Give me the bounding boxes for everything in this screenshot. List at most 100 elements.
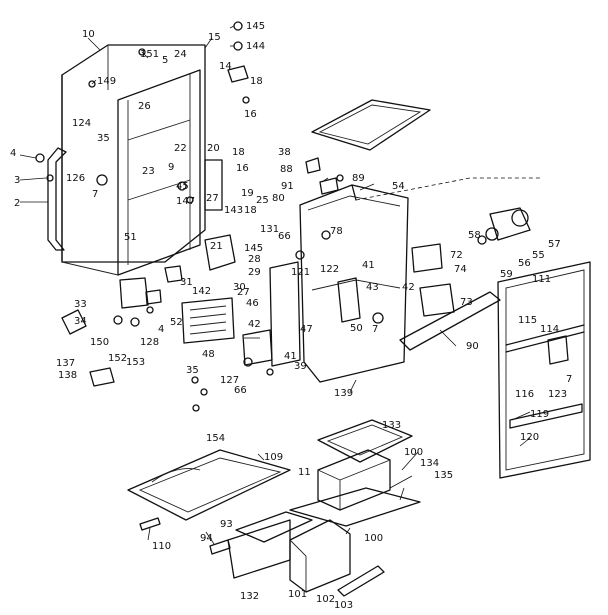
callout-label: 72: [450, 250, 463, 261]
callout-label: 103: [334, 600, 353, 611]
callout-labels: 10 15 145 144 14 18 16 151 5 24 149 26 1…: [10, 21, 572, 611]
callout-label: 2: [14, 198, 20, 209]
door-part: [497, 261, 591, 479]
callout-label: 151: [140, 49, 159, 60]
drawer-part: [139, 511, 385, 597]
callout-label: 38: [278, 147, 291, 158]
callout-label: 132: [240, 591, 259, 602]
callout-label: 145: [244, 243, 263, 254]
callout-label: 42: [402, 282, 415, 293]
callout-label: 23: [142, 166, 155, 177]
callout-label: 114: [540, 324, 559, 335]
callout-label: 127: [220, 375, 239, 386]
callout-label: 139: [334, 388, 353, 399]
callout-label: 102: [316, 594, 335, 605]
inner-liner-part: [295, 177, 540, 383]
callout-label: 109: [264, 452, 283, 463]
screw-parts: [35, 21, 250, 204]
callout-label: 93: [220, 519, 233, 530]
callout-label: 119: [530, 409, 549, 420]
callout-label: 24: [174, 49, 187, 60]
top-shelf-part: [311, 99, 431, 151]
callout-label: 18: [244, 205, 257, 216]
callout-label: 19: [241, 188, 254, 199]
callout-label: 43: [366, 282, 379, 293]
callout-label: 35: [186, 365, 199, 376]
callout-label: 100: [404, 447, 423, 458]
callout-label: 55: [532, 250, 545, 261]
callout-label: 145: [246, 21, 265, 32]
callout-label: 94: [200, 533, 213, 544]
callout-label: 25: [256, 195, 269, 206]
callout-label: 51: [124, 232, 137, 243]
callout-label: 80: [272, 193, 285, 204]
callout-label: 33: [74, 299, 87, 310]
callout-label: 22: [174, 143, 187, 154]
callout-label: 7: [92, 189, 98, 200]
callout-label: 137: [56, 358, 75, 369]
callout-label: 4: [158, 324, 164, 335]
callout-label: 121: [291, 267, 310, 278]
callout-label: 89: [352, 173, 365, 184]
callout-label: 152: [108, 353, 127, 364]
callout-label: 66: [278, 231, 291, 242]
callout-label: 91: [281, 181, 294, 192]
callout-label: 45: [176, 181, 189, 192]
callout-label: 11: [298, 467, 311, 478]
callout-label: 31: [180, 277, 193, 288]
callout-label: 153: [126, 357, 145, 368]
callout-label: 27: [237, 287, 250, 298]
door-strip-part: [399, 291, 501, 351]
callout-label: 120: [520, 432, 539, 443]
callout-label: 15: [208, 32, 221, 43]
callout-label: 7: [566, 374, 572, 385]
callout-label: 73: [460, 297, 473, 308]
callout-label: 26: [138, 101, 151, 112]
handle-part: [47, 147, 67, 251]
callout-label: 138: [58, 370, 77, 381]
callout-label: 48: [202, 349, 215, 360]
callout-label: 111: [532, 274, 551, 285]
hinge-parts: [61, 159, 236, 387]
callout-label: 144: [246, 41, 265, 52]
callout-label: 35: [97, 133, 110, 144]
callout-label: 57: [548, 239, 561, 250]
callout-label: 150: [90, 337, 109, 348]
cabinet-liner-part: [61, 44, 206, 276]
callout-label: 47: [300, 324, 313, 335]
callout-label: 21: [210, 241, 223, 252]
callout-label: 135: [434, 470, 453, 481]
control-parts: [411, 207, 531, 317]
callout-label: 110: [152, 541, 171, 552]
callout-label: 46: [246, 298, 259, 309]
callout-label: 59: [500, 269, 513, 280]
callout-label: 149: [97, 76, 116, 87]
callout-label: 20: [207, 143, 220, 154]
callout-label: 56: [518, 258, 531, 269]
callout-label: 115: [518, 315, 537, 326]
callout-label: 34: [74, 316, 87, 327]
bracket-parts: [305, 157, 344, 195]
callout-label: 28: [248, 254, 261, 265]
callout-label: 16: [244, 109, 257, 120]
callout-label: 9: [168, 162, 174, 173]
callout-label: 131: [260, 224, 279, 235]
callout-label: 58: [468, 230, 481, 241]
callout-label: 128: [140, 337, 159, 348]
callout-label: 133: [382, 420, 401, 431]
callout-label: 18: [250, 76, 263, 87]
callout-label: 27: [206, 193, 219, 204]
divider-parts: [191, 261, 301, 412]
callout-label: 143: [224, 205, 243, 216]
callout-label: 52: [170, 317, 183, 328]
grille-part: [181, 297, 235, 344]
callout-label: 4: [10, 148, 16, 159]
callout-label: 100: [364, 533, 383, 544]
callout-label: 14: [219, 61, 232, 72]
callout-label: 88: [280, 164, 293, 175]
callout-label: 29: [248, 267, 261, 278]
callout-label: 50: [350, 323, 363, 334]
leader-lines: [19, 25, 531, 545]
shelf-part: [127, 449, 291, 521]
